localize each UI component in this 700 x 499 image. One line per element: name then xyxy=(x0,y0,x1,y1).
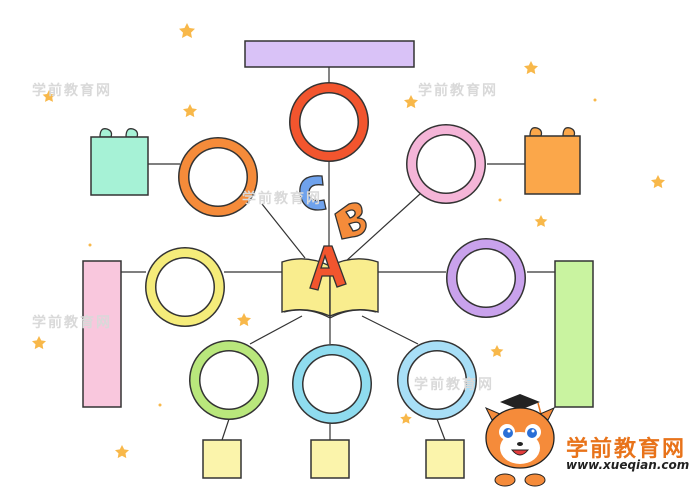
letter-a-icon xyxy=(309,245,347,291)
watermark-text: 学前教育网 xyxy=(32,83,112,99)
watermark-text: 学前教育网 xyxy=(414,377,494,393)
small-box-middle xyxy=(310,439,350,479)
brand-url: www.xueqian.com xyxy=(566,458,690,472)
watermark-text: 学前教育网 xyxy=(32,315,112,331)
gift-box-left xyxy=(90,128,149,196)
watermark-text: 学前教育网 xyxy=(418,83,498,99)
circle-left-top xyxy=(178,137,258,217)
circle-left-middle xyxy=(145,247,225,327)
decorative-stars xyxy=(32,23,665,459)
circle-bottom-left xyxy=(189,340,269,420)
circle-bottom-middle xyxy=(292,344,372,424)
mascot-logo xyxy=(484,394,556,487)
connector-lines xyxy=(121,67,555,441)
letter-c-icon xyxy=(299,175,327,211)
small-box-left xyxy=(202,439,242,479)
side-bar-left xyxy=(82,260,122,408)
letter-b-icon xyxy=(334,202,367,240)
circle-right-top xyxy=(406,124,486,204)
circle-right-middle xyxy=(446,238,526,318)
title-box xyxy=(244,40,415,68)
brand-name: 学前教育网 xyxy=(566,437,687,462)
circle-center-top xyxy=(289,82,369,162)
watermark-text: 学前教育网 xyxy=(242,191,322,207)
circle-bottom-right xyxy=(397,340,477,420)
gift-box-right xyxy=(524,127,581,195)
small-box-right xyxy=(425,439,465,479)
side-bar-right xyxy=(554,260,594,408)
